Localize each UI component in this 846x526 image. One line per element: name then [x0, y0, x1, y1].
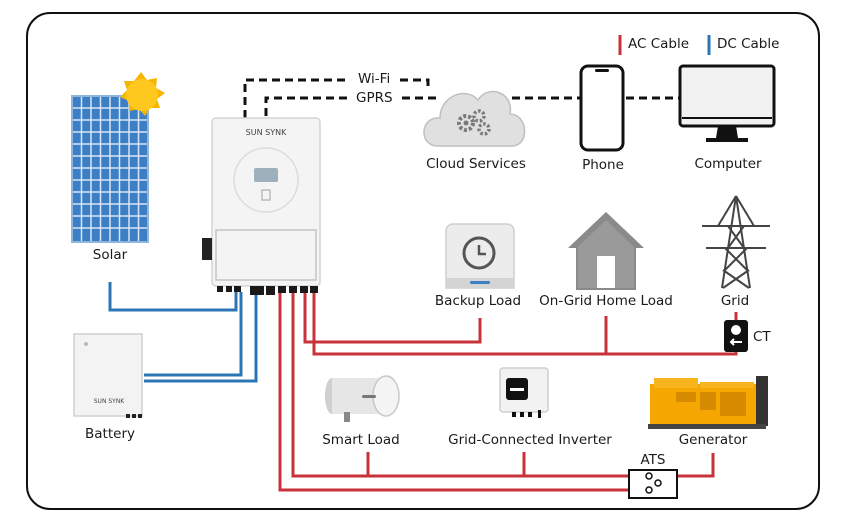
dc-cable-battery-1	[144, 292, 243, 377]
smart-load-icon	[325, 375, 400, 422]
ac-cable-backup	[303, 292, 482, 344]
pylon-icon	[702, 195, 770, 289]
battery-icon	[73, 333, 143, 418]
legend-ac-label: AC Cable	[628, 36, 690, 52]
ats-switch-icon	[628, 469, 678, 499]
backup-load-icon	[445, 223, 515, 289]
cloud-label: Cloud Services	[426, 156, 526, 172]
battery-label: Battery	[85, 426, 135, 442]
legend-dc-label: DC Cable	[717, 36, 780, 52]
ct-label: CT	[753, 329, 771, 345]
grid-label: Grid	[720, 293, 750, 309]
dc-cables	[108, 282, 258, 383]
solar-panel-icon	[71, 95, 149, 243]
backup-load-label: Backup Load	[434, 293, 522, 309]
dc-cable-solar	[108, 282, 238, 312]
smart-load-label: Smart Load	[322, 432, 400, 448]
ct-clamp-icon	[724, 320, 748, 352]
wifi-line	[243, 78, 350, 118]
inverter-brand: SUN SYNK	[245, 128, 287, 137]
generator-label: Generator	[678, 432, 748, 448]
computer-icon	[678, 64, 776, 142]
wifi-line-tail	[400, 78, 430, 86]
grid-inverter-label: Grid-Connected Inverter	[448, 432, 612, 448]
wifi-label: Wi-Fi	[358, 71, 391, 87]
diagram-frame	[26, 12, 820, 510]
comm-lines	[243, 78, 680, 118]
home-icon	[568, 212, 644, 290]
grid-inverter-icon	[499, 367, 549, 418]
computer-label: Computer	[694, 156, 762, 172]
inverter-icon	[202, 117, 321, 295]
phone-label: Phone	[582, 157, 624, 173]
solar-label: Solar	[92, 247, 128, 263]
dc-cable-battery-2	[144, 292, 258, 383]
cloud-gears-icon	[423, 90, 526, 147]
ats-label: ATS	[640, 452, 666, 468]
ac-cable-generator	[675, 453, 715, 478]
ac-cable-ats	[278, 292, 632, 492]
gprs-line	[264, 96, 350, 116]
home-load-label: On-Grid Home Load	[539, 293, 673, 309]
gprs-label: GPRS	[356, 90, 393, 106]
ac-cable-loads	[291, 292, 632, 478]
phone-icon	[579, 64, 625, 152]
battery-brand: SUN SYNK	[93, 398, 125, 405]
sun-icon	[120, 72, 165, 116]
generator-icon	[648, 376, 768, 429]
